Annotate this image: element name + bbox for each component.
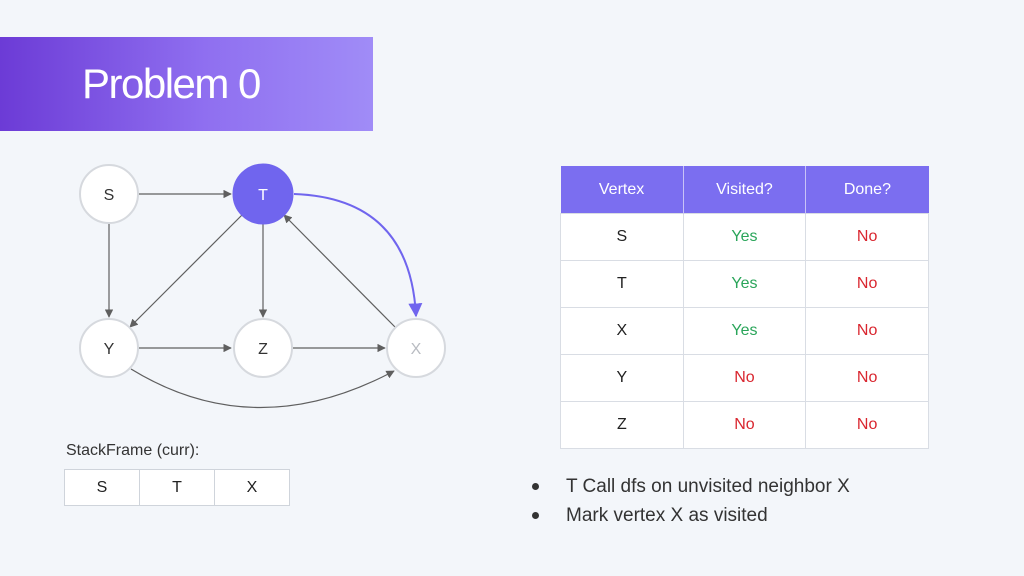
stack-cell: T — [140, 470, 215, 505]
edge-t-y — [129, 214, 243, 328]
node-t-label: T — [258, 187, 268, 204]
cell-vertex: Z — [560, 401, 684, 449]
table-header-row: Vertex Visited? Done? — [560, 166, 929, 214]
node-s[interactable]: S — [79, 164, 139, 224]
stack-frame: S T X — [64, 469, 290, 506]
stack-cell: S — [65, 470, 140, 505]
bullet-icon — [532, 483, 539, 490]
node-z[interactable]: Z — [233, 318, 293, 378]
node-x-label: X — [411, 341, 422, 358]
node-y-label: Y — [104, 341, 115, 358]
cell-done: No — [805, 213, 929, 261]
cell-vertex: X — [560, 307, 684, 355]
note-item: T Call dfs on unvisited neighbor X — [530, 472, 850, 501]
title-banner — [0, 37, 373, 131]
node-z-label: Z — [258, 341, 268, 358]
cell-done: No — [805, 307, 929, 355]
header-done: Done? — [805, 166, 929, 214]
table-row: Y No No — [560, 354, 929, 402]
note-text: Mark vertex X as visited — [566, 504, 768, 526]
cell-visited: Yes — [682, 213, 807, 261]
note-text: T Call dfs on unvisited neighbor X — [566, 475, 850, 497]
table-row: T Yes No — [560, 260, 929, 308]
cell-visited: No — [682, 401, 807, 449]
notes-list: T Call dfs on unvisited neighbor X Mark … — [530, 472, 850, 530]
stack-frame-label: StackFrame (curr): — [66, 442, 200, 459]
node-t[interactable]: T — [232, 163, 294, 225]
slide-title: Problem 0 — [82, 60, 261, 107]
table-row: Z No No — [560, 401, 929, 449]
edge-y-x — [130, 368, 395, 409]
node-y[interactable]: Y — [79, 318, 139, 378]
vertex-status-table: Vertex Visited? Done? S Yes No T Yes No … — [560, 166, 929, 449]
bullet-icon — [532, 512, 539, 519]
cell-visited: Yes — [682, 307, 807, 355]
header-visited: Visited? — [683, 166, 807, 214]
header-vertex: Vertex — [560, 166, 684, 214]
node-s-label: S — [104, 187, 115, 204]
cell-visited: No — [682, 354, 807, 402]
cell-visited: Yes — [682, 260, 807, 308]
node-x[interactable]: X — [386, 318, 446, 378]
edge-x-t — [283, 214, 396, 328]
stack-cell: X — [246, 479, 258, 496]
cell-vertex: S — [560, 213, 684, 261]
cell-done: No — [805, 354, 929, 402]
cell-vertex: T — [560, 260, 684, 308]
cell-done: No — [805, 401, 929, 449]
cell-vertex: Y — [560, 354, 684, 402]
note-item: Mark vertex X as visited — [530, 501, 850, 530]
cell-done: No — [805, 260, 929, 308]
table-row: X Yes No — [560, 307, 929, 355]
edge-t-x-highlight — [293, 193, 423, 318]
table-row: S Yes No — [560, 213, 929, 261]
